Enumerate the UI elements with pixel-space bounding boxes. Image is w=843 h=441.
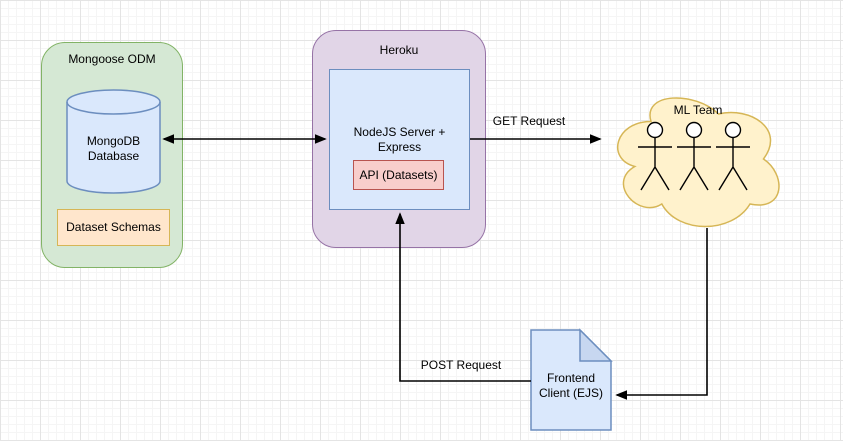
cloud-to-frontend-arrow — [617, 228, 708, 395]
person-icon — [638, 121, 672, 191]
api-datasets-label: API (Datasets) — [359, 167, 438, 182]
mongoose-odm-title: Mongoose ODM — [68, 52, 156, 66]
api-datasets-node: API (Datasets) — [353, 160, 444, 190]
post-request-arrow — [400, 214, 531, 382]
person-icon — [716, 121, 750, 191]
dataset-schemas-label: Dataset Schemas — [66, 220, 161, 234]
note-fold — [579, 328, 613, 362]
person-icon — [677, 121, 711, 191]
heroku-title: Heroku — [379, 43, 419, 57]
ml-team-label: ML Team — [673, 103, 723, 117]
frontend-client-label: Frontend Client (EJS) — [538, 371, 603, 400]
dataset-schemas-node: Dataset Schemas — [57, 209, 170, 246]
mongodb-database-label: MongoDB Database — [86, 134, 141, 163]
get-request-label: GET Request — [492, 114, 566, 128]
frontend-client-node — [530, 328, 613, 431]
cylinder-body — [66, 89, 161, 194]
nodejs-server-label: NodeJS Server + Express — [353, 125, 446, 154]
nodejs-server-node — [329, 69, 470, 210]
cylinder-rim — [66, 101, 161, 115]
mongodb-database-cylinder — [66, 89, 161, 194]
post-request-label: POST Request — [420, 358, 502, 372]
